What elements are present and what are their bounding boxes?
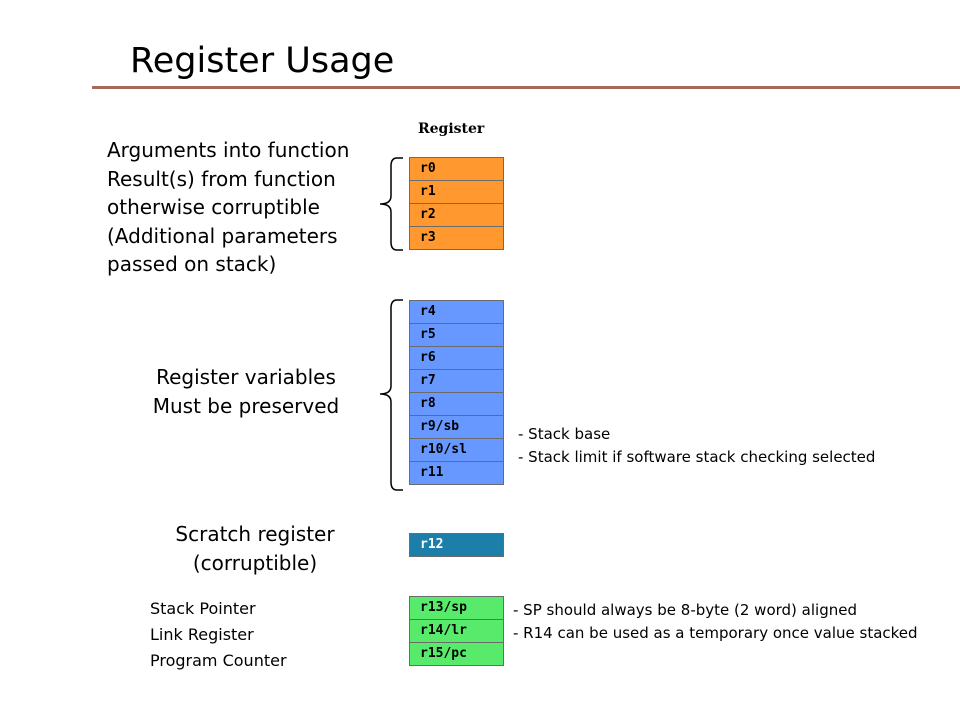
variables-notes: - Stack base - Stack limit if software s… xyxy=(518,423,875,469)
argument-register-stack: r0 r1 r2 r3 xyxy=(409,157,504,250)
special-desc-line-2: Link Register xyxy=(150,625,254,644)
variables-description: Register variables Must be preserved xyxy=(130,363,362,420)
register-r3: r3 xyxy=(409,226,504,250)
arguments-brace xyxy=(379,157,403,251)
variables-desc-line-2: Must be preserved xyxy=(152,393,340,418)
variables-brace xyxy=(379,299,403,491)
variable-register-stack: r4 r5 r6 r7 r8 r9/sb r10/sl r11 xyxy=(409,300,504,485)
note-r14-temporary: - R14 can be used as a temporary once va… xyxy=(513,624,918,642)
register-r9-sb: r9/sb xyxy=(409,415,504,439)
arguments-desc-line-4: (Additional parameters xyxy=(107,223,338,248)
register-r13-sp: r13/sp xyxy=(409,596,504,620)
register-r11: r11 xyxy=(409,461,504,485)
scratch-description: Scratch register (corruptible) xyxy=(140,520,370,577)
register-r2: r2 xyxy=(409,203,504,227)
title-underline xyxy=(92,86,960,89)
variables-desc-line-1: Register variables xyxy=(156,365,336,389)
scratch-desc-line-2: (corruptible) xyxy=(192,550,318,575)
special-desc-line-1: Stack Pointer xyxy=(150,599,256,618)
special-description: Stack Pointer Link Register Program Coun… xyxy=(150,596,343,674)
special-desc-line-3: Program Counter xyxy=(150,651,287,670)
register-r14-lr: r14/lr xyxy=(409,619,504,643)
arguments-desc-line-1: Arguments into function xyxy=(107,138,350,162)
page-title: Register Usage xyxy=(130,41,395,81)
scratch-register-stack: r12 xyxy=(409,533,504,557)
arguments-desc-line-5: passed on stack) xyxy=(107,252,277,276)
register-r4: r4 xyxy=(409,300,504,324)
arguments-desc-line-3: otherwise corruptible xyxy=(107,195,320,219)
special-register-stack: r13/sp r14/lr r15/pc xyxy=(409,596,504,666)
note-stack-limit: - Stack limit if software stack checking… xyxy=(518,448,876,466)
register-column-header: Register xyxy=(418,121,485,137)
register-r15-pc: r15/pc xyxy=(409,642,504,666)
arguments-desc-line-2: Result(s) from function xyxy=(107,166,336,191)
register-r12: r12 xyxy=(409,533,504,557)
register-r7: r7 xyxy=(409,369,504,393)
register-r1: r1 xyxy=(409,180,504,204)
note-sp-aligned: - SP should always be 8-byte (2 word) al… xyxy=(513,601,857,619)
note-stack-base: - Stack base xyxy=(518,425,611,443)
scratch-desc-line-1: Scratch register xyxy=(175,522,335,546)
special-notes: - SP should always be 8-byte (2 word) al… xyxy=(513,599,918,645)
arguments-description: Arguments into function Result(s) from f… xyxy=(107,136,349,279)
